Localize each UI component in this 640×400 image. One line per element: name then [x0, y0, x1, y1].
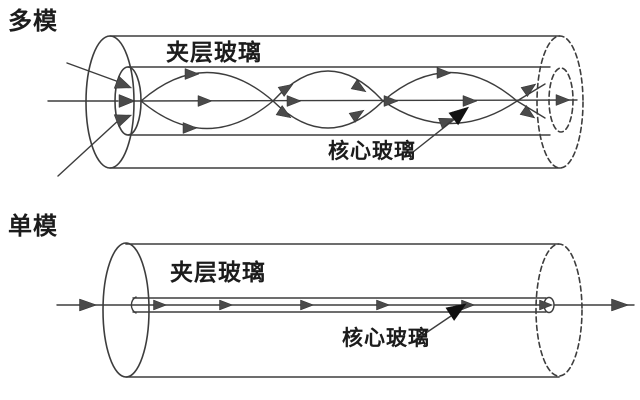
- light-ray-arrowhead: [79, 298, 98, 312]
- mm-cladding-end-face-left: [85, 35, 135, 169]
- sm-cladding-end-face-left: [102, 242, 150, 378]
- mm-cladding-end-face-right: [536, 35, 584, 169]
- light-ray-arrowhead: [438, 117, 455, 129]
- light-ray-arrowhead: [286, 95, 302, 107]
- mm-ray-exit-upper: [516, 83, 546, 102]
- mm-input-ray-upper: [66, 62, 120, 83]
- mm-cladding-glass-label: 夹层玻璃: [166, 39, 262, 65]
- light-ray-arrowhead: [348, 109, 365, 123]
- light-ray-arrowhead: [277, 83, 294, 97]
- mm-ray-exit-lower: [516, 100, 546, 119]
- sm-cladding-end-face-right: [535, 243, 583, 377]
- light-ray-arrowhead: [113, 75, 133, 89]
- light-ray-arrowhead: [300, 299, 315, 311]
- mm-core-label-pointer-line: [407, 117, 457, 157]
- light-ray-arrowhead: [118, 94, 136, 108]
- light-ray-arrowhead: [520, 83, 537, 97]
- mm-ray-lobe1-top: [140, 71, 274, 102]
- light-ray-arrowhead: [376, 299, 391, 311]
- multimode-fiber: [47, 35, 584, 177]
- label-pointer-arrowhead: [448, 106, 470, 126]
- light-ray-arrowhead: [219, 299, 234, 311]
- singlemode-title: 单模: [8, 213, 58, 240]
- label-pointer-arrowhead: [445, 303, 467, 321]
- light-ray-arrowhead: [383, 95, 399, 107]
- light-ray-arrowhead: [197, 95, 213, 107]
- light-ray-arrowhead: [153, 299, 168, 311]
- light-ray-arrowhead: [519, 105, 536, 119]
- sm-core-glass-label: 核心玻璃: [342, 327, 430, 350]
- light-ray-arrowhead: [182, 122, 198, 134]
- arrowheads-layer: [79, 67, 630, 321]
- light-ray-arrowhead: [350, 79, 367, 93]
- mm-ray-lobe1-bottom: [140, 100, 274, 130]
- mm-core-glass-label: 核心玻璃: [328, 140, 416, 163]
- light-ray-arrowhead: [462, 95, 478, 107]
- light-ray-arrowhead: [539, 299, 554, 311]
- singlemode-fiber: [56, 242, 635, 378]
- light-ray-arrowhead: [611, 298, 630, 312]
- multimode-title: 多模: [8, 8, 58, 35]
- mm-input-ray-lower: [57, 118, 121, 177]
- sm-cladding-glass-label: 夹层玻璃: [170, 259, 266, 285]
- light-ray-arrowhead: [113, 114, 133, 128]
- sm-core-left-opening: [130, 296, 137, 314]
- sm-core-label-pointer-line: [413, 313, 455, 342]
- light-ray-arrowhead: [184, 68, 200, 80]
- light-ray-arrowhead: [436, 67, 452, 79]
- light-ray-arrowhead: [555, 94, 571, 106]
- light-ray-arrowhead: [275, 105, 292, 119]
- mm-ray-lobe3-top: [382, 71, 518, 102]
